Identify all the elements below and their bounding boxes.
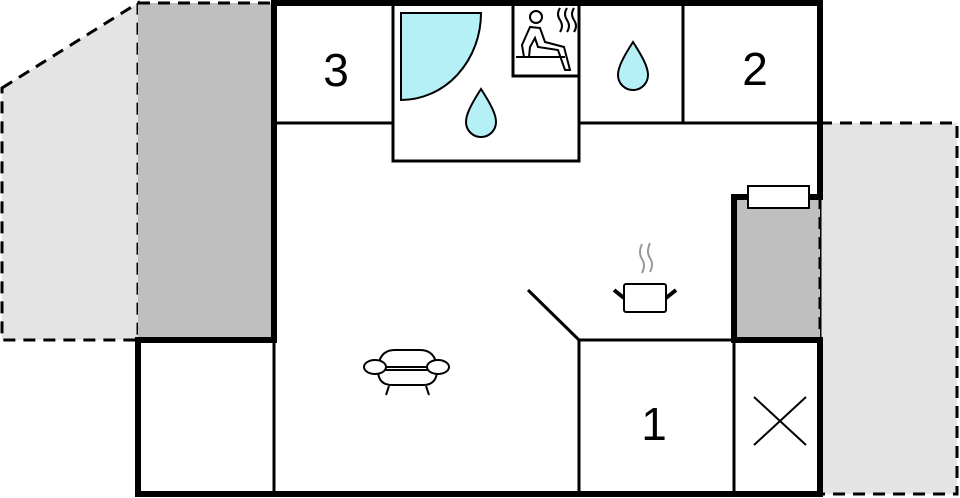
sauna-icon	[516, 7, 577, 71]
cooking-pot-icon	[612, 242, 678, 313]
left-terrace	[0, 0, 140, 342]
armchair-icon	[363, 349, 450, 396]
room-3-label: 3	[323, 44, 349, 96]
right-terrace	[818, 121, 959, 496]
window	[747, 185, 810, 209]
room-2-label: 2	[742, 43, 768, 95]
shower-icon	[400, 12, 483, 102]
interior-walls	[272, 1, 820, 494]
water-drop-icon	[616, 40, 650, 91]
room-1-label: 1	[641, 398, 667, 450]
water-drop-icon	[464, 87, 498, 138]
left-covered-area	[138, 3, 274, 340]
right-covered-area	[734, 197, 820, 340]
cross-icon	[753, 396, 807, 446]
